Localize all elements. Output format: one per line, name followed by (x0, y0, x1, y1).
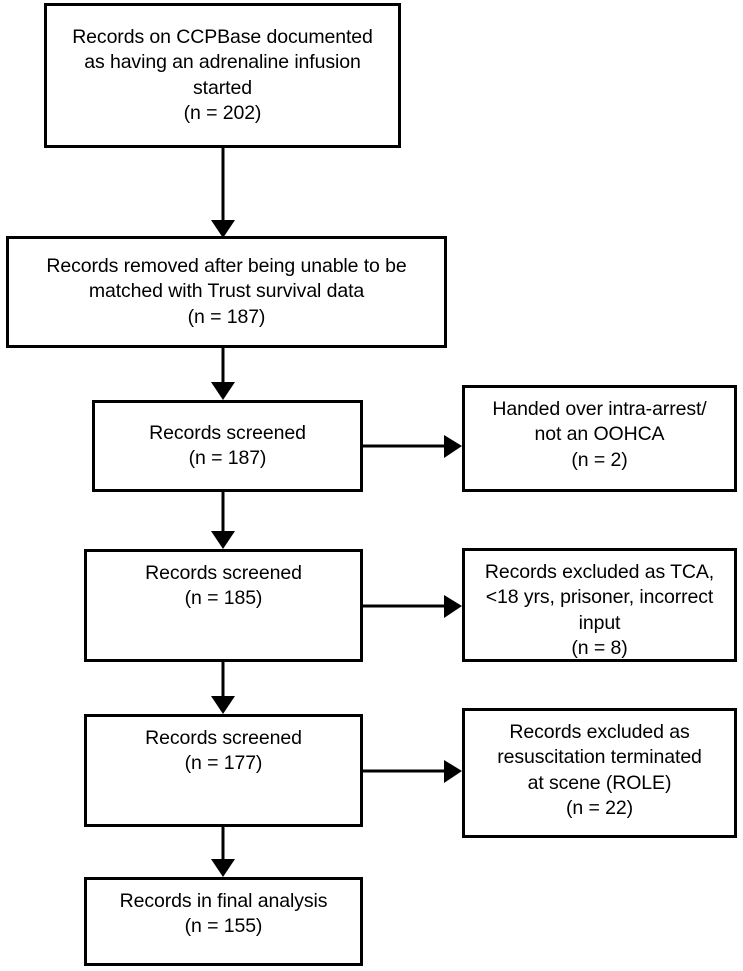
node-screened-185-text: Records screened (n = 185) (145, 562, 302, 610)
node-excluded-role: Records excluded as resuscitation termin… (462, 708, 737, 838)
node-removed-unmatched-text: Records removed after being unable to be… (46, 254, 407, 328)
arrow-removed-to-screened187 (211, 348, 235, 400)
arrow-screened187-to-excluded-handover (363, 435, 462, 458)
node-screened-177: Records screened (n = 177) (84, 714, 363, 827)
node-excluded-role-text: Records excluded as resuscitation termin… (497, 721, 702, 820)
arrow-screened177-to-excluded-role (363, 760, 462, 783)
node-screened-185: Records screened (n = 185) (84, 549, 363, 662)
arrow-screened185-to-screened177 (211, 662, 235, 714)
node-removed-unmatched: Records removed after being unable to be… (6, 236, 447, 348)
node-excluded-tca: Records excluded as TCA, <18 yrs, prison… (462, 548, 737, 662)
node-screened-187: Records screened (n = 187) (92, 400, 363, 492)
arrow-screened187-to-screened185 (211, 492, 235, 549)
node-excluded-handover: Handed over intra-arrest/ not an OOHCA (… (462, 385, 737, 492)
node-final-analysis: Records in final analysis (n = 155) (84, 877, 363, 966)
node-final-analysis-text: Records in final analysis (n = 155) (119, 890, 328, 938)
node-screened-177-text: Records screened (n = 177) (145, 727, 302, 775)
node-enrolled-text: Records on CCPBase documented as having … (72, 25, 373, 124)
arrow-screened177-to-final-analysis (211, 827, 235, 877)
arrow-enrolled-to-removed (211, 148, 235, 238)
arrow-screened185-to-excluded-tca (363, 595, 462, 618)
node-enrolled: Records on CCPBase documented as having … (44, 3, 401, 148)
node-excluded-tca-text: Records excluded as TCA, <18 yrs, prison… (484, 561, 715, 660)
node-excluded-handover-text: Handed over intra-arrest/ not an OOHCA (… (492, 398, 707, 471)
node-screened-187-text: Records screened (n = 187) (149, 421, 306, 469)
